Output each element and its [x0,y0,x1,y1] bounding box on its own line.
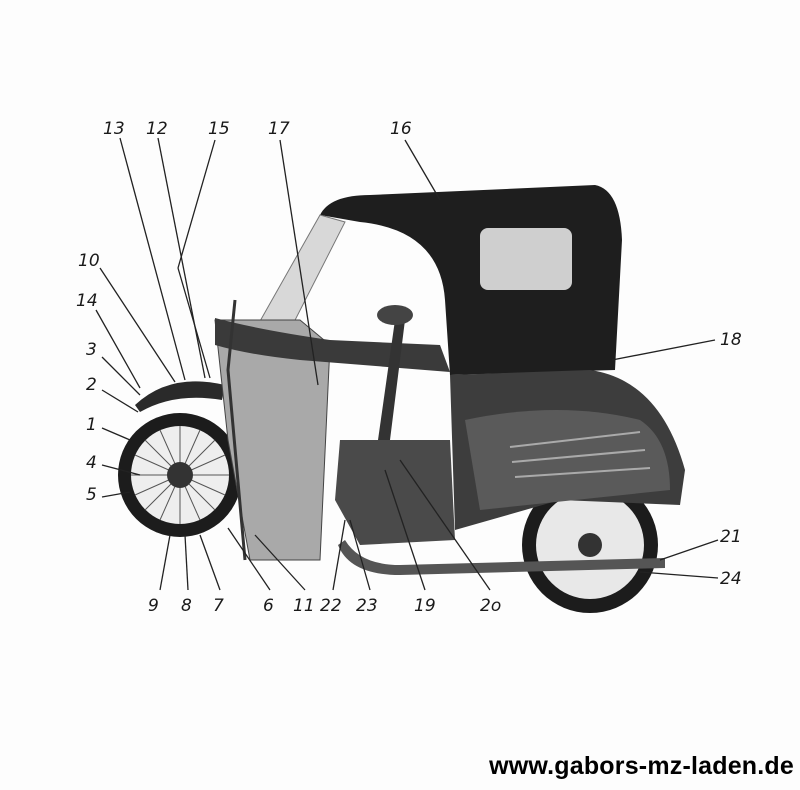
front-wheel [118,413,242,537]
label-13: 13 [103,119,125,139]
label-20: 2o [480,596,501,616]
exhaust [338,540,665,575]
label-10: 10 [78,251,100,271]
label-15: 15 [208,119,230,139]
label-18: 18 [720,330,742,350]
label-11: 11 [293,596,315,616]
label-14: 14 [76,291,98,311]
label-9: 9 [148,596,159,616]
label-21: 21 [720,527,742,547]
label-1: 1 [86,415,97,435]
label-24: 24 [720,569,742,589]
label-19: 19 [414,596,436,616]
label-8: 8 [181,596,192,616]
watermark-url: www.gabors-mz-laden.de [489,752,794,780]
canopy-window [480,228,572,290]
label-4: 4 [86,453,97,473]
label-22: 22 [320,596,342,616]
label-16: 16 [390,119,412,139]
label-5: 5 [86,485,97,505]
rear-wheel [522,477,658,613]
label-3: 3 [86,340,97,360]
front-fender [135,381,225,412]
leader-lines [95,137,719,591]
door-panel [214,319,331,561]
label-2: 2 [86,375,97,395]
label-17: 17 [268,119,290,139]
label-7: 7 [213,596,224,616]
steering-column [378,320,405,440]
label-6: 6 [263,596,274,616]
label-12: 12 [146,119,168,139]
label-23: 23 [356,596,378,616]
engine [335,440,455,545]
